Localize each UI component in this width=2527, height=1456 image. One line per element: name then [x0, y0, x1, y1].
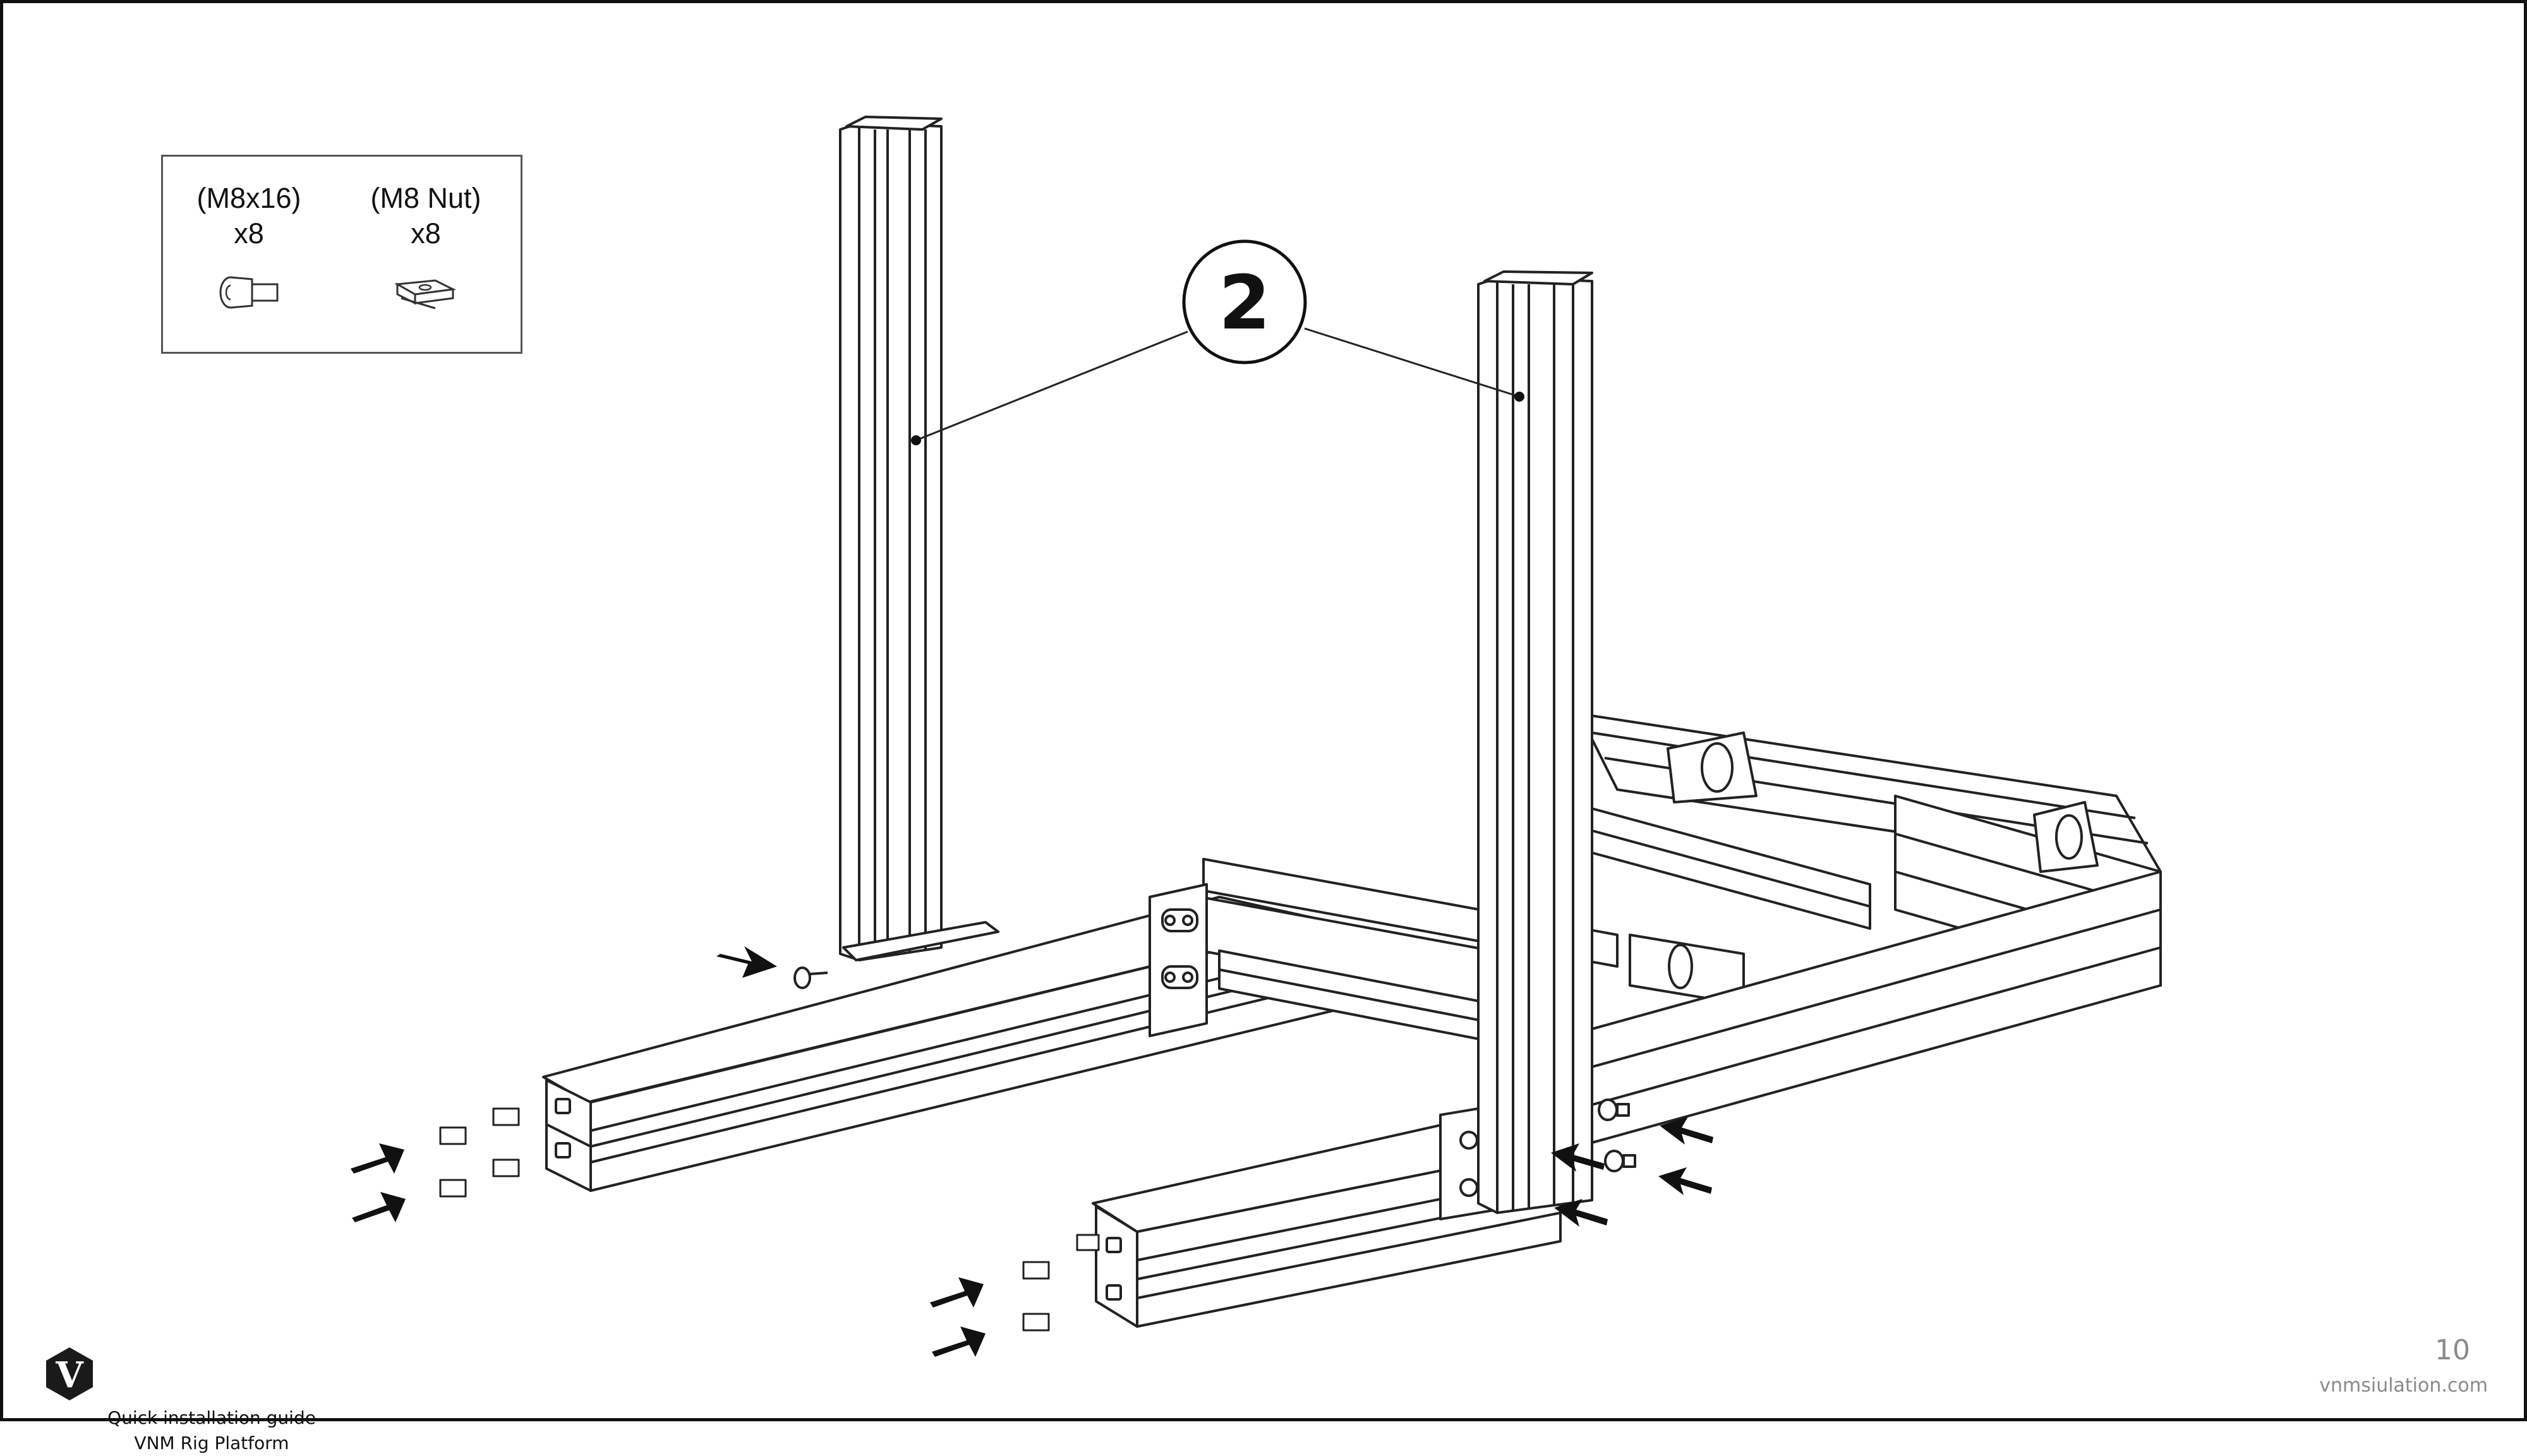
website-link[interactable]: vnmsiulation.com — [2319, 1375, 2488, 1397]
hardware-item-nut: (M8 Nut) x8 — [344, 181, 508, 315]
vnm-logo-icon: V — [46, 1347, 93, 1400]
callout-dot-right — [1514, 392, 1524, 402]
direction-arrows — [351, 946, 1713, 1357]
arrow-icon — [1658, 1167, 1712, 1195]
arrow-icon — [352, 1192, 406, 1222]
upright-right — [1477, 270, 1593, 1214]
callout-circle — [1182, 239, 1307, 364]
callout-leader-right — [1304, 327, 1520, 398]
assembly-illustration: 2 — [351, 116, 2162, 1357]
product-name: VNM Rig Platform — [134, 1433, 289, 1453]
guide-title: Quick installation guide — [107, 1407, 316, 1428]
arrow-icon — [716, 946, 777, 978]
callout-number: 2 — [1219, 259, 1270, 346]
page-frame — [0, 0, 2527, 1421]
hardware-name: (M8x16) — [196, 182, 301, 214]
arrow-icon — [351, 1143, 404, 1174]
arrow-icon — [1554, 1199, 1608, 1227]
arrow-icon — [932, 1327, 986, 1357]
hardware-item-bolt: (M8x16) x8 — [167, 181, 331, 315]
hardware-qty: x8 — [411, 217, 441, 250]
footer-branding: V Quick installation guide VNM Rig Platf… — [41, 1345, 316, 1453]
arrow-icon — [1551, 1143, 1605, 1172]
footer-text: Quick installation guide VNM Rig Platfor… — [107, 1405, 316, 1456]
arrow-icon — [1660, 1117, 1713, 1145]
loose-t-nuts — [439, 1107, 1100, 1332]
callout-dot-left — [911, 435, 921, 445]
callout-leader-left — [915, 330, 1188, 442]
svg-text:V: V — [55, 1354, 84, 1396]
hardware-name: (M8 Nut) — [370, 182, 481, 214]
corner-bracket — [1149, 883, 1208, 1037]
hardware-qty: x8 — [234, 217, 264, 250]
hardware-legend: (M8x16) x8 (M8 Nut) x8 — [161, 155, 522, 354]
t-nut-icon — [394, 279, 457, 310]
upright-left — [839, 116, 999, 961]
front-left-rail — [542, 896, 1334, 1192]
page-number: 10 — [2435, 1334, 2470, 1366]
loose-bolts — [793, 966, 1636, 1172]
bolt-icon — [219, 276, 279, 309]
arrow-icon — [930, 1277, 984, 1308]
